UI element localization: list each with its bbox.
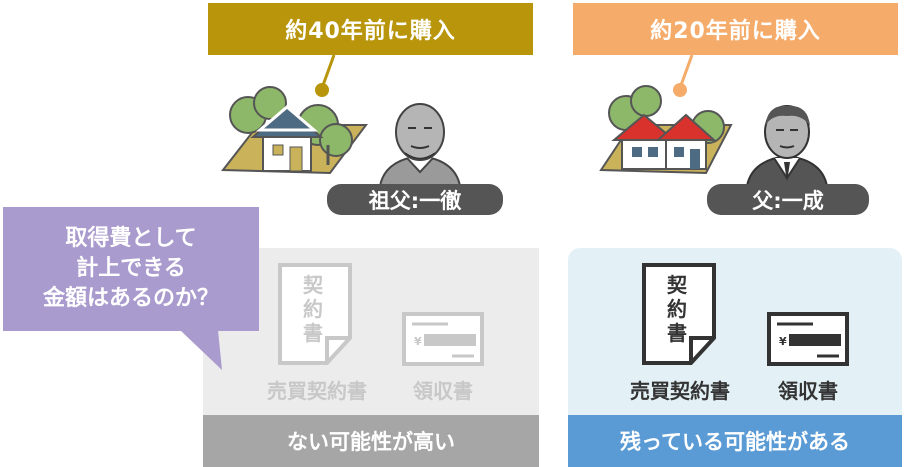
- question-bubble: 取得費として 計上できる 金額はあるのか？: [3, 207, 259, 331]
- contract-char-2: 約: [303, 297, 323, 321]
- left-tag-pointer: [315, 54, 336, 97]
- contract-document-icon: 契 約 書: [278, 263, 352, 365]
- contract-char-3: 書: [303, 321, 323, 345]
- grandfather-label: 祖父:一徹: [327, 184, 503, 215]
- bubble-tail: [180, 330, 222, 370]
- bubble-line-2: 計上できる: [76, 256, 186, 281]
- receipt-icon: ¥: [767, 312, 849, 366]
- father-icon: [745, 105, 829, 187]
- contract-char-1: 契: [666, 273, 688, 297]
- left-panel-footer: ない可能性が高い: [203, 415, 539, 467]
- house-with-trees-icon: [599, 85, 733, 175]
- left-purchase-tag: 約40年前に購入: [208, 3, 533, 55]
- right-panel-footer: 残っている可能性がある: [568, 415, 902, 467]
- house-with-trees-icon: [220, 86, 368, 175]
- receipt-yen: ¥: [414, 335, 422, 348]
- bubble-line-3: 金額はあるのか？: [42, 286, 219, 311]
- contract-label: 売買契約書: [630, 379, 730, 403]
- receipt-yen: ¥: [779, 335, 787, 348]
- contract-char-3: 書: [667, 321, 687, 345]
- receipt-label: 領収書: [413, 379, 473, 403]
- receipt-icon: ¥: [402, 312, 484, 366]
- right-tag-pointer: [673, 54, 694, 97]
- contract-char-1: 契: [302, 273, 324, 297]
- contract-char-2: 約: [667, 297, 687, 321]
- bubble-line-1: 取得費として: [65, 226, 197, 251]
- grandfather-icon: [378, 103, 462, 187]
- right-purchase-tag: 約20年前に購入: [573, 3, 898, 55]
- father-label: 父:一成: [707, 184, 869, 215]
- contract-document-icon: 契 約 書: [642, 263, 716, 365]
- receipt-label: 領収書: [778, 379, 838, 403]
- contract-label: 売買契約書: [267, 379, 367, 403]
